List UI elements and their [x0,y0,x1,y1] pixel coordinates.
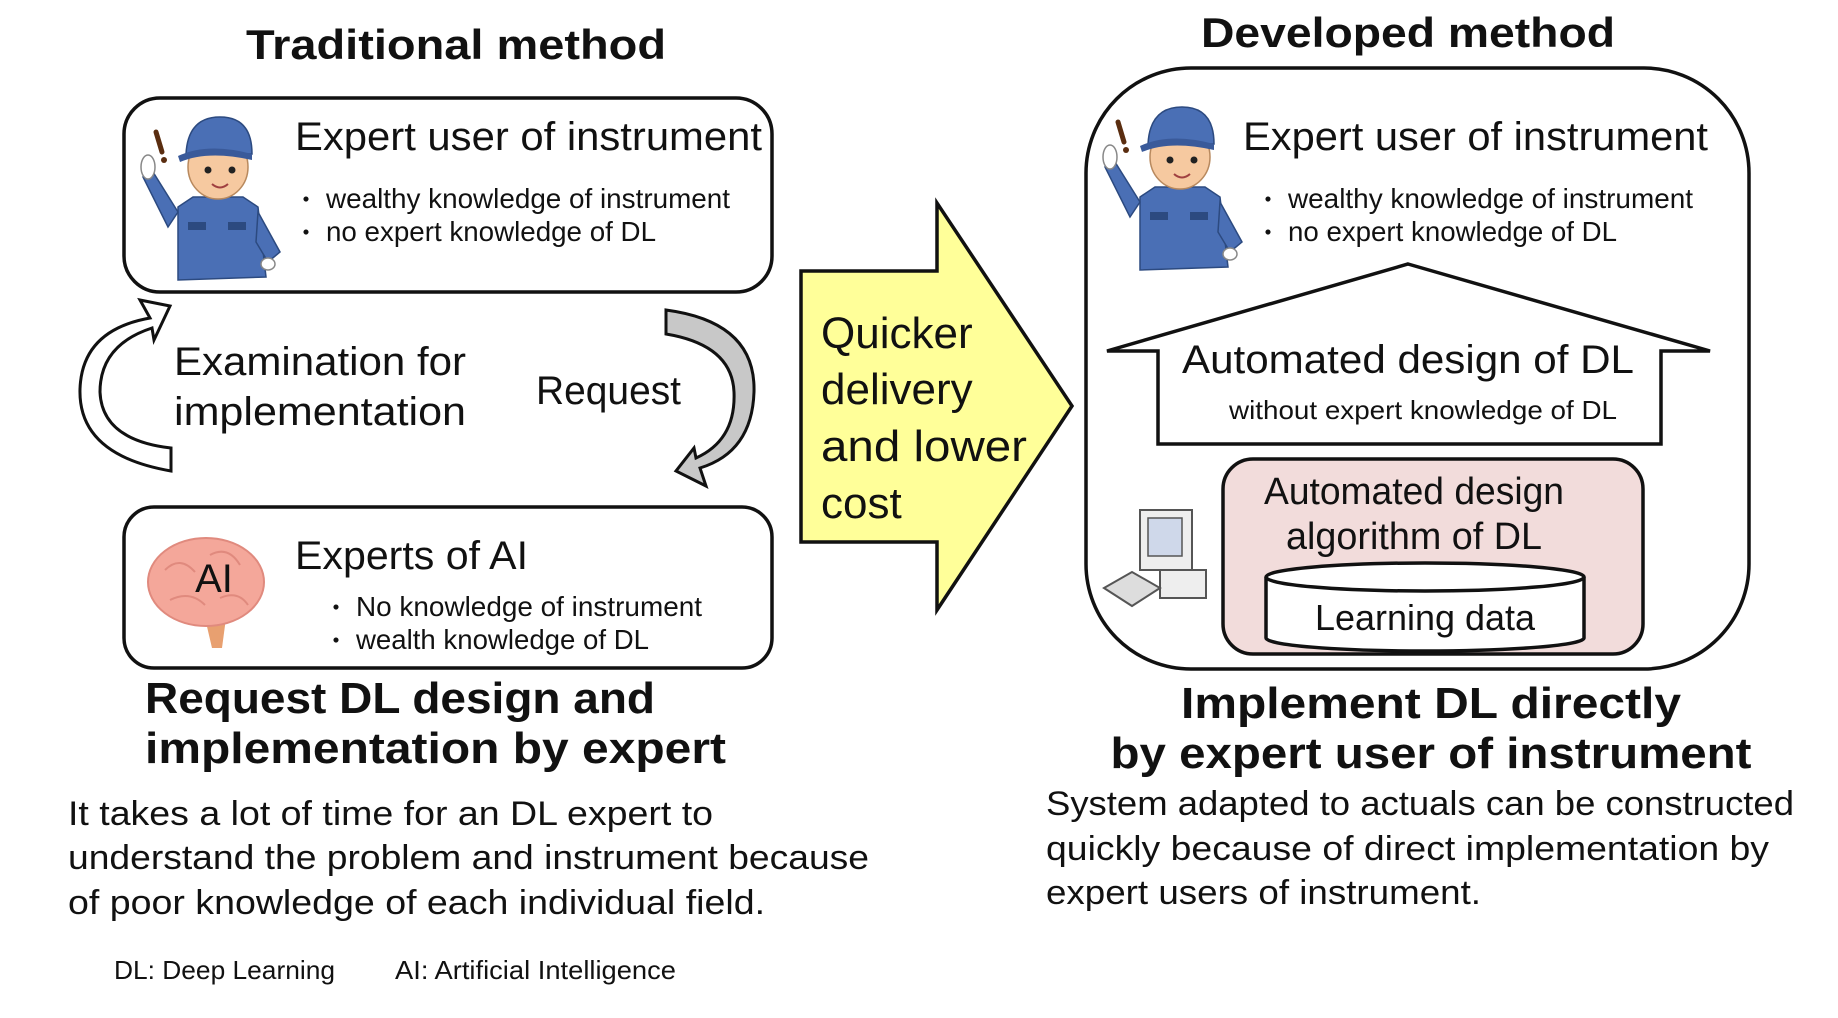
traditional-description-line: understand the problem and instrument be… [68,839,869,877]
learning-data-label: Learning data [1315,597,1536,638]
bullet-text: wealthy knowledge of instrument [325,183,730,214]
ai-experts-card: AI Experts of AI ・ No knowledge of instr… [122,505,774,670]
algorithm-line2: algorithm of DL [1286,516,1542,558]
automated-design-subtitle: without expert knowledge of DL [1228,395,1617,425]
bullet-icon: ・ [1256,220,1280,247]
cycle-arrow-down-icon [664,308,756,489]
up-arrow-icon [1106,262,1711,446]
algorithm-line1: Automated design [1264,471,1564,513]
card-title: Expert user of instrument [295,115,762,159]
traditional-description-line: It takes a lot of time for an DL expert … [68,795,713,833]
developed-description-line: expert users of instrument. [1046,874,1481,912]
bullet-icon: ・ [294,187,318,214]
traditional-description-line: of poor knowledge of each individual fie… [68,884,765,922]
big-right-arrow-icon [799,197,1075,616]
traditional-title: Traditional method [246,21,666,68]
bullet-text: wealth knowledge of DL [355,624,649,655]
bullet-text: no expert knowledge of DL [1288,216,1617,247]
developed-description-line: quickly because of direct implementation… [1046,830,1769,868]
brain-ai-label: AI [195,557,233,601]
cycle-arrow-up-icon [78,297,173,473]
database-cylinder-icon [1264,561,1586,653]
examination-label-line1: Examination for [174,340,466,384]
traditional-heading-line2: implementation by expert [145,724,726,773]
arrow-text-line: and lower [821,422,1027,471]
automated-design-title: Automated design of DL [1182,338,1634,382]
request-label: Request [536,369,681,413]
bullet-text: no expert knowledge of DL [326,216,656,247]
bullet-text: No knowledge of instrument [356,591,702,622]
arrow-text-line: Quicker [821,309,973,358]
computer-icon [1102,509,1207,608]
developed-heading-line2: by expert user of instrument [1111,729,1752,778]
expert-user-card-traditional: Expert user of instrument ・ wealthy know… [122,96,774,294]
card-title: Expert user of instrument [1243,115,1708,159]
brain-icon [147,537,265,648]
developed-title: Developed method [1201,9,1615,56]
bullet-text: wealthy knowledge of instrument [1287,183,1693,214]
bullet-icon: ・ [1256,187,1280,214]
arrow-text-line: delivery [821,365,973,414]
bullet-icon: ・ [324,595,348,622]
traditional-heading-line1: Request DL design and [145,674,655,723]
footnote-ai: AI: Artificial Intelligence [395,955,676,985]
arrow-text-line: cost [821,479,902,528]
card-title: Experts of AI [295,534,528,578]
developed-description-line: System adapted to actuals can be constru… [1046,785,1794,823]
footnote-dl: DL: Deep Learning [114,955,335,985]
bullet-icon: ・ [294,220,318,247]
examination-label-line2: implementation [174,390,466,434]
developed-heading-line1: Implement DL directly [1181,679,1682,728]
bullet-icon: ・ [324,628,348,655]
developed-method-panel: Expert user of instrument ・ wealthy know… [1084,66,1751,671]
